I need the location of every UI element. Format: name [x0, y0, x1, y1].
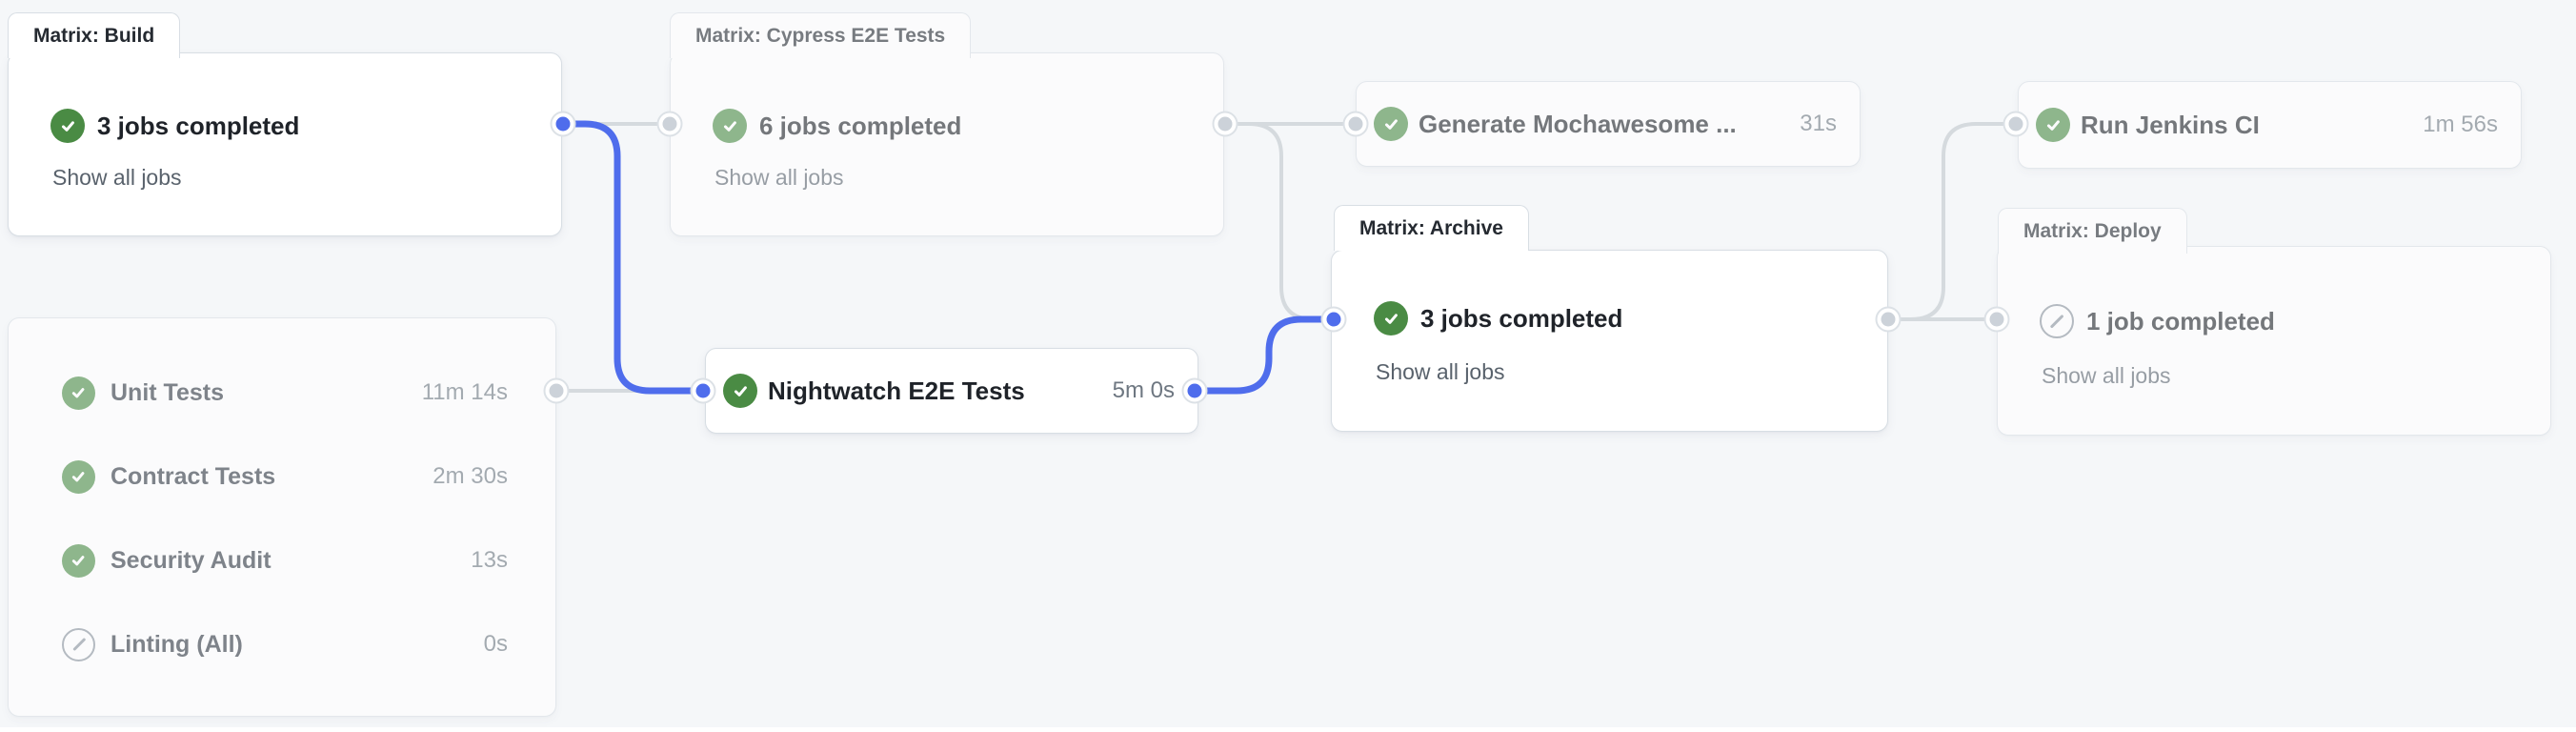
- job-duration: 13s: [471, 547, 508, 573]
- port-build-out: [550, 111, 576, 137]
- connection-dot-blue: [555, 116, 571, 132]
- port-generate-in: [1342, 111, 1369, 137]
- jobs-completed-label: 1 job completed: [2086, 306, 2275, 336]
- tab-label: Matrix: Build: [33, 24, 155, 47]
- connection-dot-gray: [1989, 312, 2004, 327]
- connection-dot-gray: [662, 116, 677, 132]
- success-check-icon: [62, 376, 95, 410]
- tab-label: Matrix: Cypress E2E Tests: [695, 24, 946, 47]
- jobs-completed-label: 3 jobs completed: [97, 111, 300, 140]
- success-check-icon: [2036, 108, 2070, 142]
- job-run-jenkins-ci-card[interactable]: Run Jenkins CI 1m 56s: [2018, 81, 2522, 169]
- job-generate-mochawesome-card[interactable]: Generate Mochawesome ... 31s: [1356, 81, 1861, 167]
- connection-dot-gray: [2008, 116, 2023, 132]
- port-deploy-in: [1983, 306, 2010, 333]
- port-archive-out: [1875, 306, 1902, 333]
- skipped-icon: [62, 627, 95, 661]
- port-jenkins-in: [2002, 111, 2029, 137]
- success-check-icon: [723, 374, 757, 408]
- job-duration: 5m 0s: [1112, 377, 1175, 403]
- job-name: Linting (All): [111, 630, 243, 658]
- connection-dot-gray: [1348, 116, 1363, 132]
- jobs-completed-label: 3 jobs completed: [1420, 303, 1623, 333]
- connection-dot-blue: [1326, 312, 1341, 327]
- job-generate-mochawesome: Generate Mochawesome ... 31s: [1356, 81, 1861, 167]
- job-row-security-audit[interactable]: Security Audit 13s: [9, 518, 555, 602]
- job-row-contract-tests[interactable]: Contract Tests 2m 30s: [9, 435, 555, 518]
- port-tests-out: [543, 377, 570, 404]
- show-all-jobs-link[interactable]: Show all jobs: [52, 164, 182, 190]
- matrix-deploy-summary: 1 job completed: [2040, 301, 2527, 341]
- job-name: Security Audit: [111, 546, 272, 574]
- success-check-icon: [62, 459, 95, 494]
- job-nightwatch-e2e: Nightwatch E2E Tests 5m 0s: [705, 348, 1198, 434]
- job-duration: 0s: [483, 631, 508, 657]
- matrix-cypress-summary: 6 jobs completed: [713, 106, 1200, 146]
- matrix-deploy-card[interactable]: 1 job completed Show all jobs: [1997, 246, 2551, 436]
- connection-dot-blue: [1187, 383, 1202, 398]
- port-cypress-in: [656, 111, 683, 137]
- matrix-archive-summary: 3 jobs completed: [1374, 298, 1864, 338]
- matrix-cypress-group: Matrix: Cypress E2E Tests 6 jobs complet…: [670, 12, 1224, 236]
- success-check-icon: [713, 109, 747, 143]
- tab-label: Matrix: Archive: [1359, 216, 1503, 239]
- tests-group: Unit Tests 11m 14s Contract Tests 2m 30s…: [8, 317, 556, 717]
- tab-label: Matrix: Deploy: [2023, 219, 2162, 242]
- success-check-icon: [1374, 301, 1408, 336]
- matrix-archive-card[interactable]: 3 jobs completed Show all jobs: [1331, 250, 1888, 432]
- job-name: Nightwatch E2E Tests: [768, 376, 1025, 405]
- job-name: Unit Tests: [111, 378, 224, 406]
- job-duration: 11m 14s: [421, 379, 508, 405]
- skipped-icon: [2040, 304, 2074, 338]
- job-name: Generate Mochawesome ...: [1419, 109, 1737, 138]
- edge-nightwatch-to-archive: [1195, 315, 1334, 395]
- job-row-unit-tests[interactable]: Unit Tests 11m 14s: [9, 351, 555, 435]
- matrix-build-group: Matrix: Build 3 jobs completed Show all …: [8, 12, 562, 236]
- tab-matrix-archive: Matrix: Archive: [1334, 205, 1529, 251]
- job-run-jenkins-ci: Run Jenkins CI 1m 56s: [2018, 81, 2522, 169]
- port-nightwatch-in: [690, 377, 716, 404]
- job-duration: 2m 30s: [433, 463, 508, 489]
- connection-dot-gray: [1218, 116, 1233, 132]
- tests-group-card: Unit Tests 11m 14s Contract Tests 2m 30s…: [8, 317, 556, 717]
- show-all-jobs-link[interactable]: Show all jobs: [714, 164, 844, 190]
- bottom-edge-strip: [0, 727, 2576, 732]
- job-duration: 1m 56s: [2423, 112, 2498, 137]
- show-all-jobs-link[interactable]: Show all jobs: [2042, 362, 2171, 388]
- jobs-completed-label: 6 jobs completed: [759, 111, 962, 140]
- tab-matrix-cypress: Matrix: Cypress E2E Tests: [670, 12, 972, 58]
- port-nightwatch-out: [1181, 377, 1208, 404]
- tab-matrix-deploy: Matrix: Deploy: [1998, 208, 2187, 254]
- job-name: Run Jenkins CI: [2081, 110, 2260, 139]
- connection-dot-blue: [695, 383, 711, 398]
- job-nightwatch-e2e-card[interactable]: Nightwatch E2E Tests 5m 0s: [705, 348, 1198, 434]
- matrix-cypress-card[interactable]: 6 jobs completed Show all jobs: [670, 52, 1224, 236]
- success-check-icon: [50, 109, 85, 143]
- job-row-linting-all[interactable]: Linting (All) 0s: [9, 602, 555, 686]
- edge-cypress-to-archive: [1225, 122, 1334, 321]
- matrix-build-summary: 3 jobs completed: [50, 106, 538, 146]
- matrix-deploy-group: Matrix: Deploy 1 job completed Show all …: [1997, 208, 2551, 436]
- port-cypress-out: [1212, 111, 1238, 137]
- success-check-icon: [62, 543, 95, 578]
- connection-dot-gray: [549, 383, 564, 398]
- matrix-build-card[interactable]: 3 jobs completed Show all jobs: [8, 52, 562, 236]
- connection-dot-gray: [1881, 312, 1896, 327]
- matrix-archive-group: Matrix: Archive 3 jobs completed Show al…: [1331, 205, 1888, 432]
- job-name: Contract Tests: [111, 462, 276, 490]
- tab-matrix-build: Matrix: Build: [8, 12, 181, 58]
- job-duration: 31s: [1800, 111, 1837, 136]
- port-archive-in: [1320, 306, 1347, 333]
- success-check-icon: [1374, 107, 1408, 141]
- show-all-jobs-link[interactable]: Show all jobs: [1376, 358, 1505, 384]
